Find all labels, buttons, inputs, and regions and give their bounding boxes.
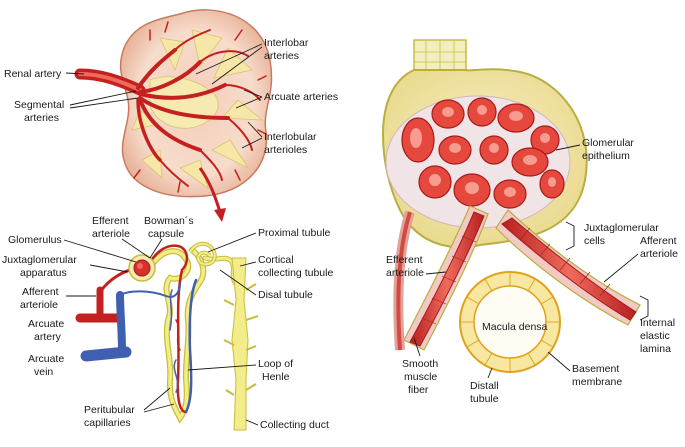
label-bowman-2: capsule xyxy=(148,228,184,240)
label-basement-2: membrane xyxy=(572,376,622,388)
label-arcuate-arteries: Arcuate arteries xyxy=(264,91,338,103)
label-efferent-detail-2: arteriole xyxy=(386,267,424,279)
label-interlobar-2: arteries xyxy=(264,50,299,62)
label-macula-densa: Macula densa xyxy=(482,321,548,333)
label-bowman-1: Bowman´s xyxy=(144,215,194,227)
label-glomerular-epithelium-2: epithelium xyxy=(582,150,630,162)
label-proximal-tubule: Proximal tubule xyxy=(258,227,331,239)
renal-pyramids xyxy=(131,29,264,189)
zoom-arrow xyxy=(198,167,222,213)
label-afferent-1: Afferent xyxy=(22,286,59,298)
label-distal-detail-1: Distall xyxy=(470,380,499,392)
label-renal-artery: Renal artery xyxy=(4,68,62,80)
label-afferent-detail-2: arteriole xyxy=(640,248,678,260)
label-distal-tubule: Disal tubule xyxy=(258,289,313,301)
label-arcuate-vein-2: vein xyxy=(34,366,53,378)
label-internal-2: elastic xyxy=(640,330,670,342)
collecting-duct-shape xyxy=(231,257,249,431)
label-efferent-detail-1: Efferent xyxy=(386,254,423,266)
label-distal-detail-2: tubule xyxy=(470,393,499,405)
label-interlobular-1: Interlobular xyxy=(264,131,317,143)
label-smooth-3: fiber xyxy=(408,384,429,396)
glomerulus-detail: Glomerular epithelium Juxtaglomerular ce… xyxy=(382,39,678,405)
efferent-arteriole-detail xyxy=(403,205,489,351)
label-glomerular-epithelium-1: Glomerular xyxy=(582,137,634,149)
label-collecting-duct: Collecting duct xyxy=(260,419,329,431)
label-peritubular-1: Peritubular xyxy=(84,404,135,416)
afferent-arteriole-detail xyxy=(495,209,641,326)
label-smooth-1: Smooth xyxy=(402,358,438,370)
label-cortical-1: Cortical xyxy=(258,254,294,266)
glomerular-tuft xyxy=(385,95,571,229)
nephron-section: Glomerulus Efferent arteriole Bowman´s c… xyxy=(2,215,333,431)
label-juxta-apparatus-2: apparatus xyxy=(20,267,67,279)
label-segmental-1: Segmental xyxy=(14,99,64,111)
label-internal-1: Internal xyxy=(640,317,675,329)
label-loop-2: Henle xyxy=(262,371,290,383)
nephron-tubules xyxy=(147,247,239,424)
label-cortical-2: collecting tubule xyxy=(258,267,333,279)
label-arcuate-artery-1: Arcuate xyxy=(28,318,64,330)
label-peritubular-2: capillaries xyxy=(84,417,131,429)
label-loop-1: Loop of xyxy=(258,358,293,370)
label-segmental-2: arteries xyxy=(24,112,59,124)
label-arcuate-vein-1: Arcuate xyxy=(28,353,64,365)
label-juxta-cells-2: cells xyxy=(584,235,605,247)
label-juxta-apparatus-1: Juxtaglomerular xyxy=(2,254,77,266)
label-afferent-detail-1: Afferent xyxy=(640,235,677,247)
label-efferent-2: arteriole xyxy=(92,228,130,240)
label-internal-3: lamina xyxy=(640,343,671,355)
kidney-section: Renal artery Segmental arteries Interlob… xyxy=(4,9,338,222)
label-glomerulus: Glomerulus xyxy=(8,234,62,246)
label-afferent-2: arteriole xyxy=(20,299,58,311)
label-arcuate-artery-2: artery xyxy=(34,331,62,343)
label-smooth-2: muscle xyxy=(404,371,437,383)
label-juxta-cells-1: Juxtaglomerular xyxy=(584,222,659,234)
label-interlobular-2: arterioles xyxy=(264,144,307,156)
label-basement-1: Basement xyxy=(572,363,619,375)
label-interlobar-1: Interlobar xyxy=(264,37,309,49)
label-efferent-1: Efferent xyxy=(92,215,129,227)
kidney-arterial-tree xyxy=(133,21,267,193)
macula-densa-ring xyxy=(459,271,561,373)
